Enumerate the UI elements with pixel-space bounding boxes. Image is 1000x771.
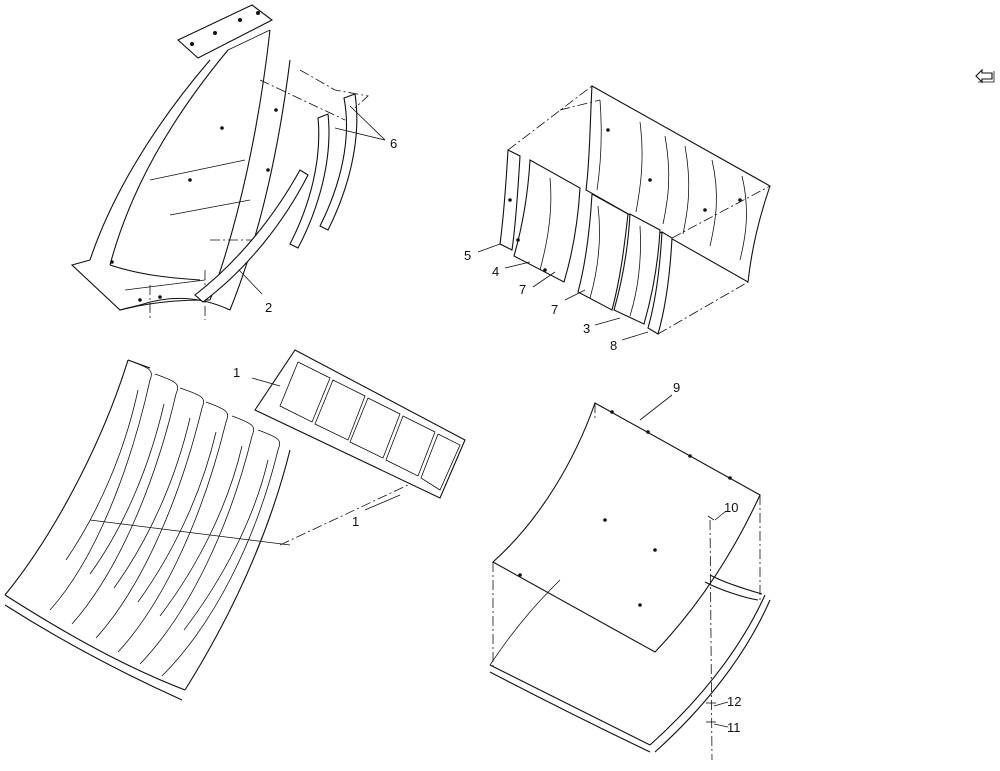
callout-4: 4 (492, 264, 499, 279)
callout-8: 8 (610, 338, 617, 353)
callout-1b: 1 (352, 514, 359, 529)
return-arrow-icon[interactable] (974, 66, 996, 84)
callout-6: 6 (390, 136, 397, 151)
callout-10: 10 (724, 500, 738, 515)
callout-2: 2 (265, 300, 272, 315)
callout-7a: 7 (519, 282, 526, 297)
callout-9: 9 (673, 380, 680, 395)
cover-plate-assembly (489, 394, 771, 761)
grate-assembly (4, 349, 466, 701)
callout-1a: 1 (233, 365, 240, 380)
callout-11: 11 (727, 720, 741, 735)
callout-3: 3 (583, 321, 590, 336)
side-plate-assembly (477, 85, 771, 341)
concave-housing-assembly (70, 4, 386, 320)
callout-12: 12 (727, 694, 741, 709)
callout-7b: 7 (551, 302, 558, 317)
callout-5: 5 (464, 248, 471, 263)
